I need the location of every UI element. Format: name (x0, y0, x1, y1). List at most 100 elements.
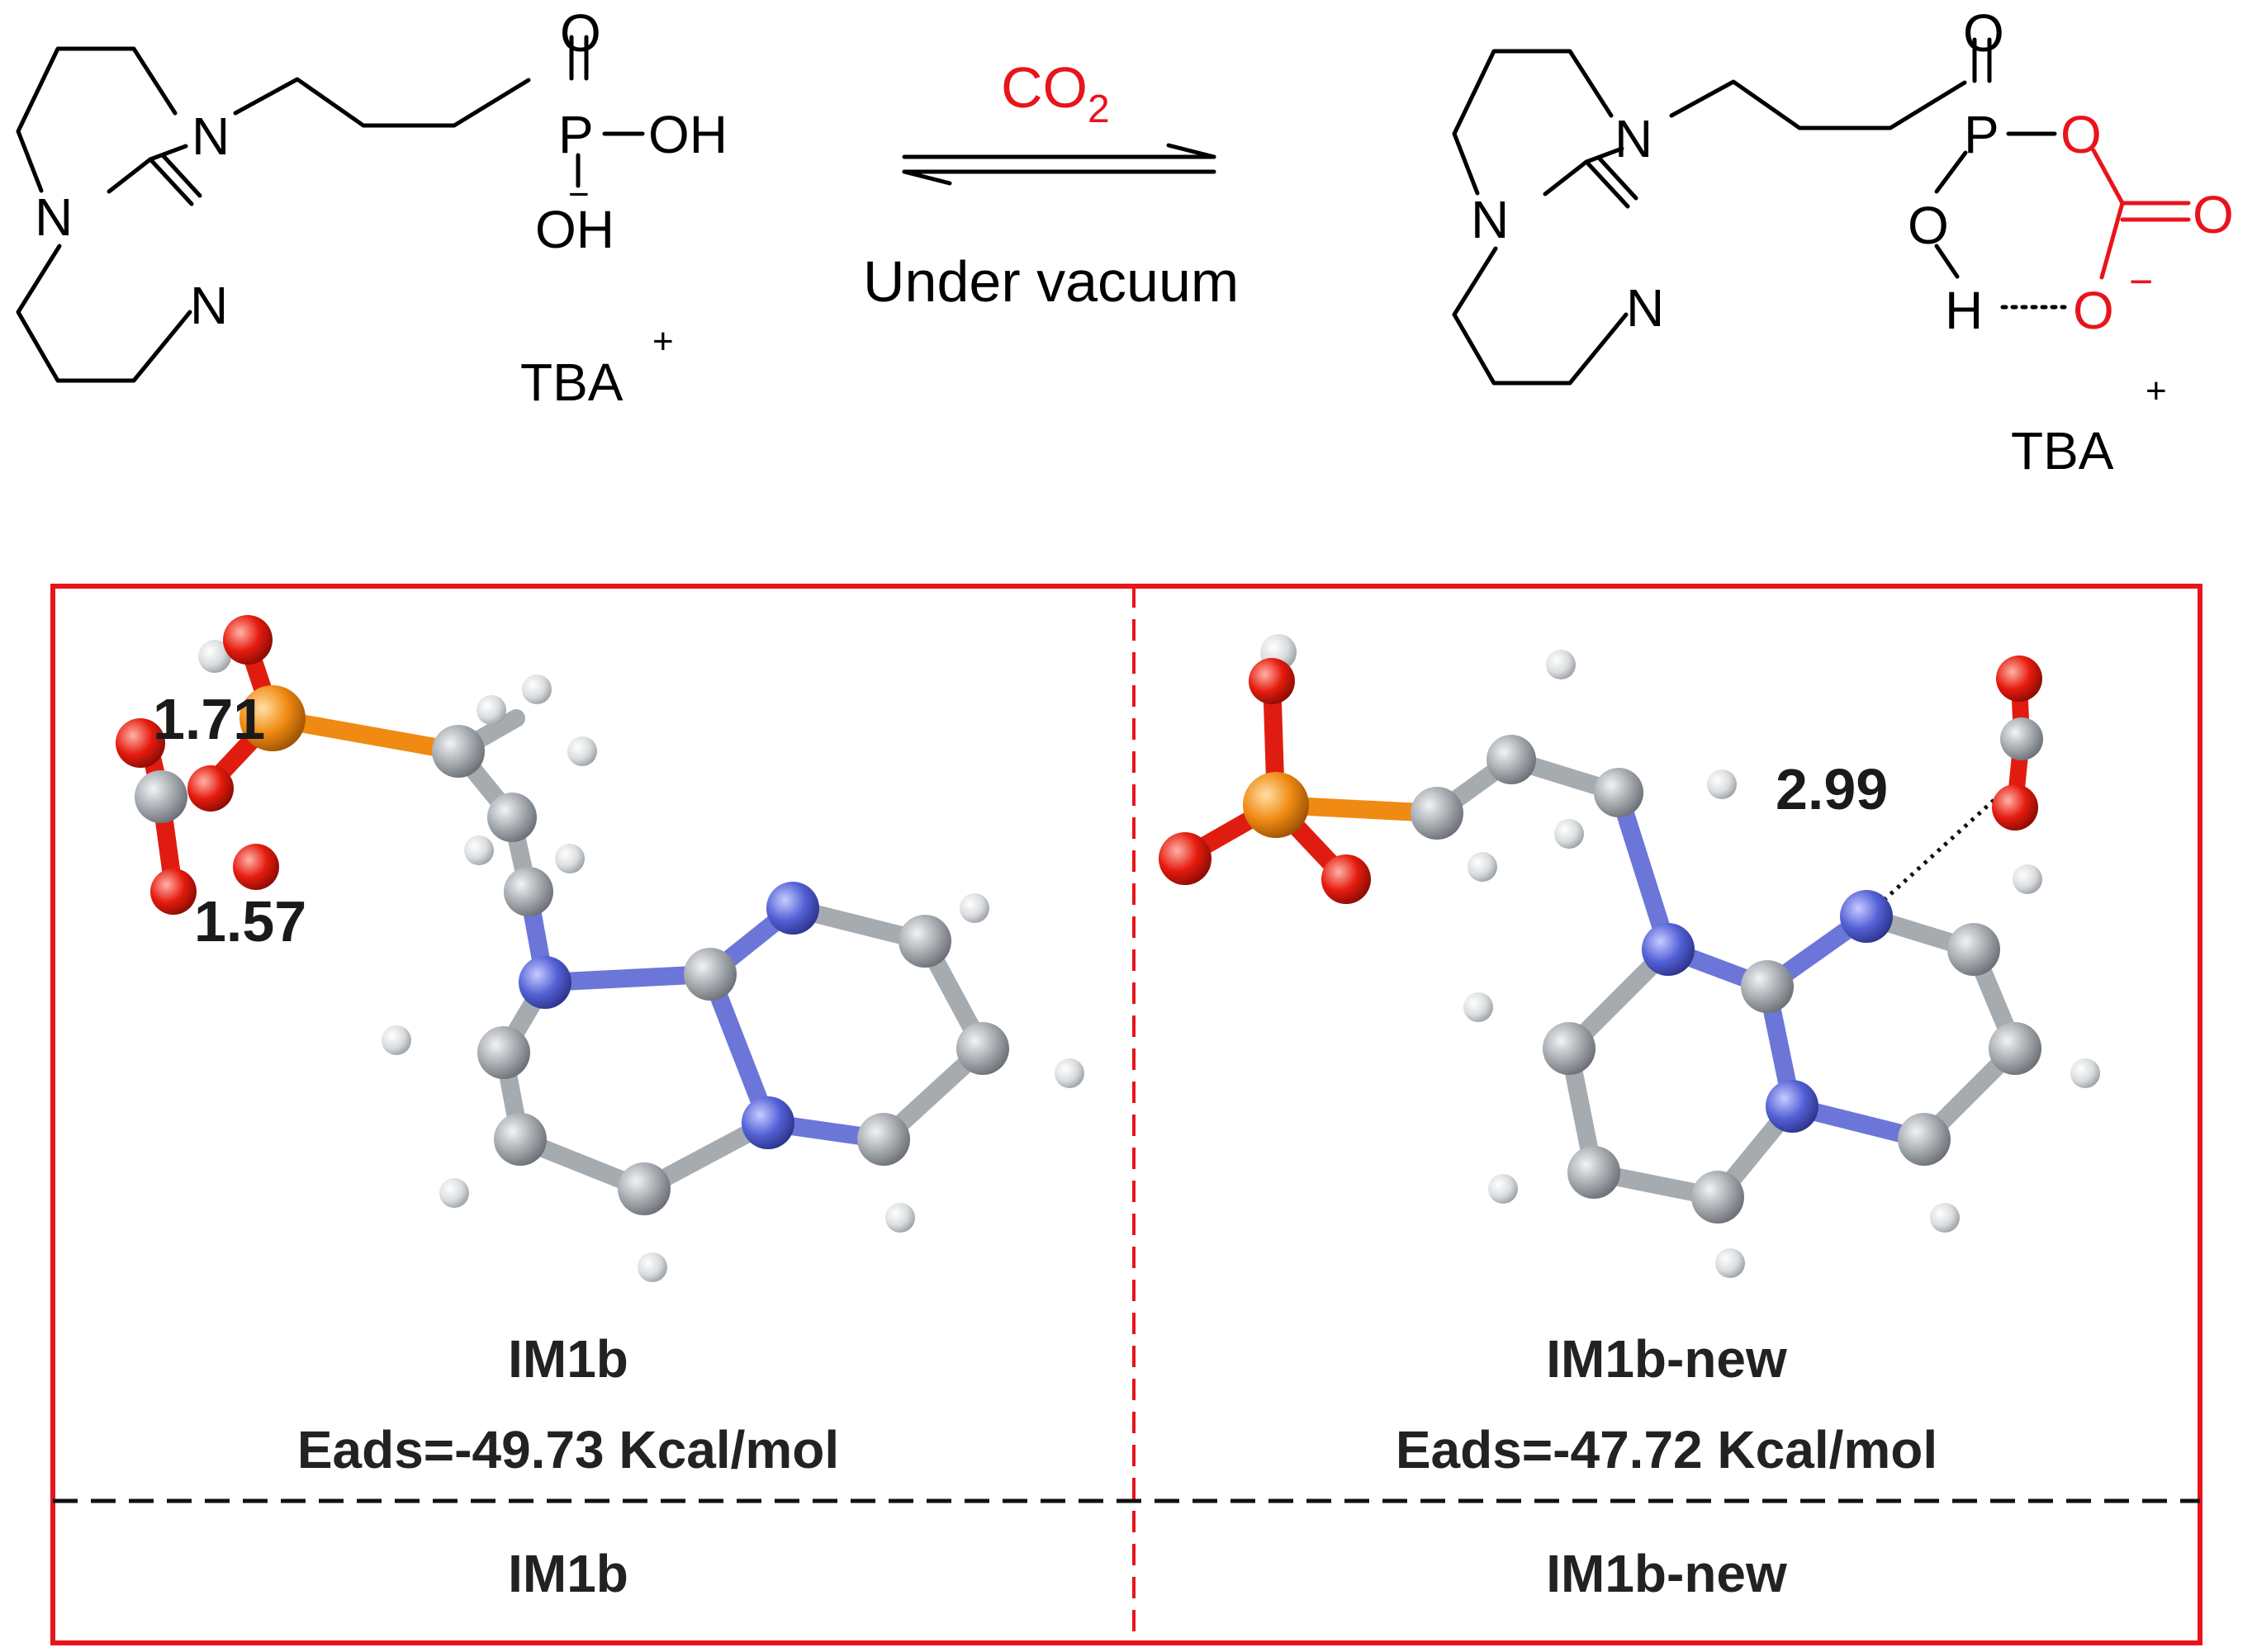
carbon-atom (1989, 1022, 2041, 1075)
carbonate-minus-charge: − (2129, 258, 2153, 305)
oxygen-atom (116, 718, 165, 768)
carbonate-bonds (2091, 148, 2191, 280)
carbonate-ominus-label: O (2073, 281, 2114, 340)
reactant-structure (16, 35, 645, 383)
carbonate-o-double-label: O (2193, 185, 2234, 244)
hydrogen-atom (522, 675, 552, 704)
product-ring-bond (1584, 146, 1624, 164)
product-p-label: P (1964, 105, 1999, 164)
reactant-cation-label: TBA (520, 353, 624, 412)
product-cn-double-bond-b (1596, 155, 1638, 201)
carbon-atom (684, 948, 737, 1001)
product-cation-label: TBA (2011, 421, 2114, 480)
carbon-atom (2000, 717, 2043, 760)
im1b-distance-1: 1.71 (153, 687, 265, 751)
im1b-new-atoms (1159, 656, 2043, 1224)
carbon-atom (135, 770, 187, 823)
hydrogen-atom (1930, 1203, 1960, 1233)
carbon-atom (899, 915, 951, 968)
carbon-atom (1411, 787, 1463, 840)
oxygen-atom (150, 869, 197, 915)
hydrogen-atom (1463, 992, 1493, 1022)
bond (536, 965, 719, 992)
hydrogen-atom (567, 736, 597, 766)
product-oh-o-label: O (1908, 196, 1949, 255)
reactant-upper-ring-bonds (16, 46, 178, 193)
equilibrium-arrows (902, 143, 1216, 186)
reactant-n2-label: N (35, 187, 73, 247)
hydrogen-atom (885, 1203, 915, 1233)
oxygen-atom (223, 615, 273, 665)
im1b-hydrogens (198, 640, 1084, 1282)
carbon-atom (618, 1162, 671, 1215)
nitrogen-atom (1766, 1080, 1818, 1133)
nitrogen-atom (742, 1096, 794, 1149)
reactant-ring-bond (148, 144, 188, 162)
forward-condition-base: CO (1001, 55, 1088, 120)
hydrogen-atom (960, 893, 989, 923)
right-panel-footer: IM1b-new (1546, 1544, 1787, 1603)
product-propyl-chain (1669, 79, 1967, 130)
reverse-condition-label: Under vacuum (863, 249, 1239, 314)
nitrogen-atom (766, 882, 819, 935)
oxygen-atom (233, 844, 279, 890)
product-cation-charge: + (2146, 371, 2167, 411)
nitrogen-atom (519, 956, 571, 1009)
oxygen-atom (1249, 658, 1295, 704)
carbon-atom (1486, 735, 1536, 784)
carbon-atom (956, 1022, 1009, 1075)
hydrogen-atom (382, 1025, 411, 1055)
hydrogen-atom (1055, 1058, 1084, 1088)
oxygen-atom (187, 765, 234, 812)
phosphorus-atom (239, 685, 306, 751)
im1b-distance-2: 1.57 (194, 889, 306, 954)
hydrogen-atom (464, 835, 494, 865)
hydrogen-atom (439, 1178, 469, 1208)
reactant-cation-charge: + (652, 321, 674, 362)
oxygen-atom (1321, 854, 1371, 904)
reactant-o-label: O (560, 3, 601, 63)
hydrogen-atom (638, 1252, 667, 1282)
carbon-atom (1691, 1171, 1744, 1224)
hydrogen-atom (1554, 819, 1584, 849)
panel-frame (50, 584, 2202, 1645)
hydrogen-atom (1546, 650, 1576, 679)
im1b-new-distance: 2.99 (1776, 757, 1888, 821)
carbon-atom (432, 725, 485, 778)
nitrogen-atom (1840, 890, 1893, 943)
carbon-atom (494, 1113, 547, 1166)
product-lower-ring-bonds (1452, 246, 1629, 386)
carbonate-c-ominus-bond (2099, 201, 2125, 280)
im1b-new-contact-dots (1869, 787, 2008, 914)
nitrogen-atom (1642, 923, 1695, 976)
product-cn-double-bond-a (1584, 159, 1630, 209)
comparison-panel (50, 584, 2202, 1645)
hydrogen-atom (2070, 1058, 2100, 1088)
reactant-oh-label: OH (648, 105, 728, 164)
product-ring-bond (1543, 159, 1589, 196)
hydrogen-atom (1468, 852, 1497, 882)
product-structure (1452, 37, 2057, 386)
oxygen-atom (1159, 832, 1211, 885)
phosphorus-atom (1243, 772, 1309, 838)
reverse-arrow-head (902, 169, 952, 186)
carbonate-o-c-bond (2091, 148, 2125, 206)
carbonate-o-bridge-label: O (2060, 105, 2102, 164)
hydrogen-atom (1707, 769, 1737, 799)
panel-labels: IM1b Eads=-49.73 Kcal/mol IM1b IM1b-new … (297, 1329, 1937, 1603)
hydrogen-atom (1488, 1174, 1518, 1204)
carbon-atom (1567, 1146, 1620, 1199)
hydrogen-atom (198, 640, 231, 673)
oxygen-atom (1992, 784, 2038, 831)
product-n3-label: N (1626, 278, 1664, 338)
molecule-im1b: 1.71 1.57 (116, 615, 1084, 1282)
right-panel-energy: Eads=-47.72 Kcal/mol (1396, 1420, 1937, 1479)
left-panel-energy: Eads=-49.73 Kcal/mol (297, 1420, 839, 1479)
hydrogen-atom (1715, 1248, 1745, 1278)
oxygen-atom (1996, 656, 2042, 702)
molecule-im1b-new: 2.99 (1159, 634, 2100, 1278)
reactant-ominus-label: OH (535, 200, 614, 259)
left-panel-footer: IM1b (508, 1544, 628, 1603)
reactant-propyl-chain (233, 77, 531, 128)
reactant-cn-double-bond-a (148, 157, 194, 206)
